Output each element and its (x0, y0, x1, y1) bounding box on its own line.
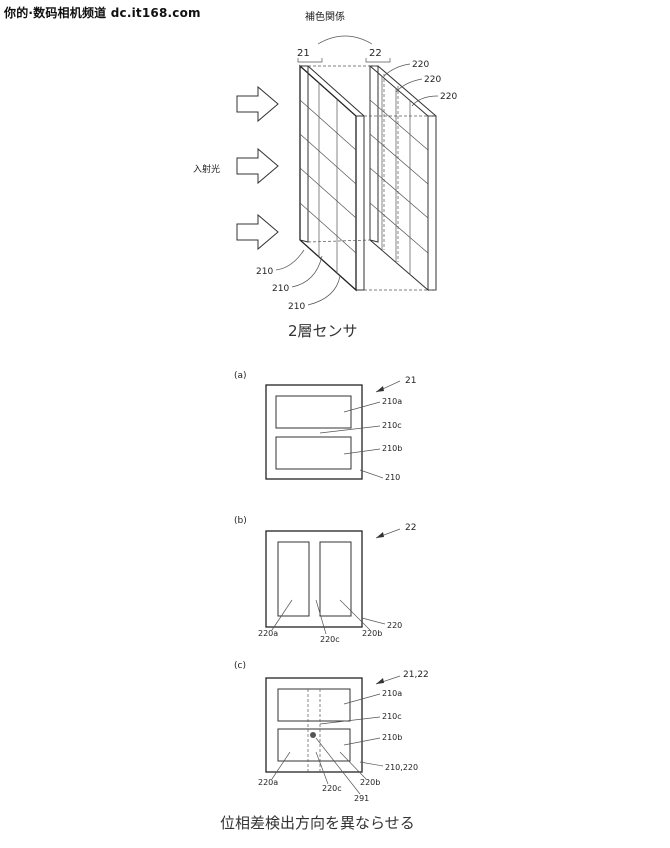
light-arrow-3 (236, 213, 279, 251)
panel-a-tag: (a) (234, 371, 247, 381)
layer-21-bracket (297, 58, 323, 63)
label-c-220b: 220b (360, 778, 380, 787)
panel-b-tag: (b) (234, 516, 247, 526)
complementary-label: 補色関係 (305, 10, 345, 23)
pixel-21-22-outline (265, 677, 363, 773)
photodiode-220a (277, 541, 310, 617)
photodiode-220-dashed (307, 689, 321, 772)
panel-c-bottom-leaders (271, 737, 367, 795)
label-210-c: 210 (288, 302, 305, 312)
label-c-291: 291 (354, 794, 369, 803)
layer-22 (369, 64, 437, 292)
leaders-220 (383, 63, 439, 107)
panel-c-tag: (c) (234, 661, 246, 671)
pixel-22-outline (265, 530, 363, 628)
layer-21-label: 21 (297, 48, 310, 59)
label-c-210c: 210c (382, 712, 402, 721)
label-210a: 210a (382, 397, 402, 406)
leaders-210 (275, 249, 341, 306)
photodiode-210a (275, 395, 352, 429)
two-layer-sensor-figure: 補色関係 21 22 入射光 (193, 10, 457, 340)
label-220-c: 220 (440, 92, 457, 102)
label-220-b: 220 (424, 75, 441, 85)
complementary-arc (317, 35, 373, 45)
bottom-caption: 位相差検出方向を異ならせる (220, 814, 415, 832)
label-220a: 220a (258, 629, 278, 638)
panel-a: (a) 21 210a 210c 210b 210 (234, 371, 416, 482)
panel-b-ref: 22 (405, 523, 416, 533)
panel-b-leaders (271, 599, 386, 635)
label-210-b: 210 (272, 284, 289, 294)
photodiode-210a-c (277, 688, 351, 722)
panel-a-ref: 21 (405, 376, 416, 386)
layer-22-label: 22 (369, 48, 382, 59)
label-210-a: 210 (256, 267, 273, 277)
separator-210c (278, 720, 350, 730)
pixel-21-outline (265, 384, 363, 480)
label-210: 210 (385, 473, 400, 482)
panel-b: (b) 22 220a 220c 220b 220 (234, 516, 416, 644)
watermark: 你的·数码相机频道 dc.it168.com (4, 6, 201, 20)
label-c-220a: 220a (258, 778, 278, 787)
layer-21 (299, 64, 365, 292)
incident-light-label: 入射光 (193, 163, 220, 175)
label-c-210b: 210b (382, 733, 402, 742)
layer-22-bracket (365, 58, 391, 63)
panel-c: (c) 21,22 210a 210c 210b 210,220 220a 22… (234, 661, 429, 803)
label-c-220c: 220c (322, 784, 342, 793)
photodiode-210b (275, 436, 352, 470)
layer-connectors (307, 65, 436, 291)
label-220: 220 (387, 621, 402, 630)
overlap-291 (310, 732, 316, 738)
label-220b: 220b (362, 629, 382, 638)
panel-a-leaders (319, 401, 384, 479)
photodiode-220b (319, 541, 352, 617)
two-layer-caption: 2層センサ (288, 322, 358, 340)
label-210b: 210b (382, 444, 402, 453)
label-c-210-220: 210,220 (385, 763, 418, 772)
label-c-210a: 210a (382, 689, 402, 698)
light-arrow-2 (236, 147, 279, 185)
panel-c-right-leaders (319, 693, 384, 767)
label-220c: 220c (320, 635, 340, 644)
light-arrow-1 (236, 85, 279, 123)
label-220-a: 220 (412, 60, 429, 70)
label-210c: 210c (382, 421, 402, 430)
panel-c-ref: 21,22 (403, 670, 429, 680)
